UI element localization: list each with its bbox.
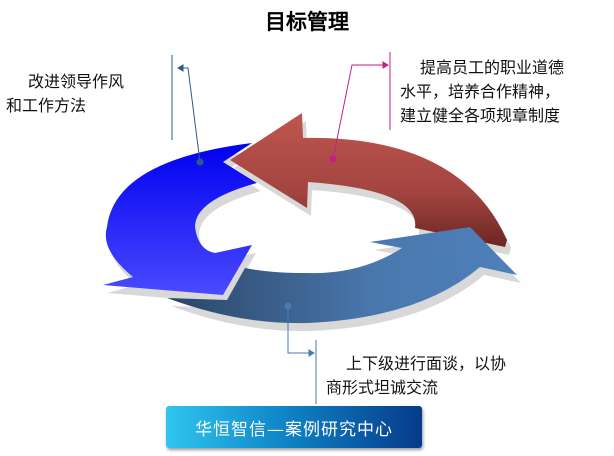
steel-cycle-arrow [167,227,517,324]
page-title: 目标管理 [265,10,349,34]
label-line: 建立健全各项规章制度 [400,106,561,125]
label-line: 改进领导作风 [28,72,125,91]
label-line: 水平，培养合作精神， [400,82,561,101]
red-cycle-arrow [230,113,507,247]
label-line: 上下级进行面谈，以协 [346,354,507,373]
label-line: 和工作方法 [6,96,87,115]
label-ethics: 提高员工的职业道德 水平，培养合作精神， 建立健全各项规章制度 [400,56,564,128]
brand-banner: 华恒智信—案例研究中心 [166,406,422,448]
leader-right [329,52,391,163]
label-communication: 上下级进行面谈，以协 商形式坦诚交流 [326,352,506,400]
label-line: 提高员工的职业道德 [420,58,565,77]
label-line: 商形式坦诚交流 [326,378,439,397]
blue-cycle-arrow [103,143,257,295]
leader-bottom [284,302,317,404]
leader-left [171,55,204,166]
label-leadership: 改进领导作风 和工作方法 [6,70,124,118]
